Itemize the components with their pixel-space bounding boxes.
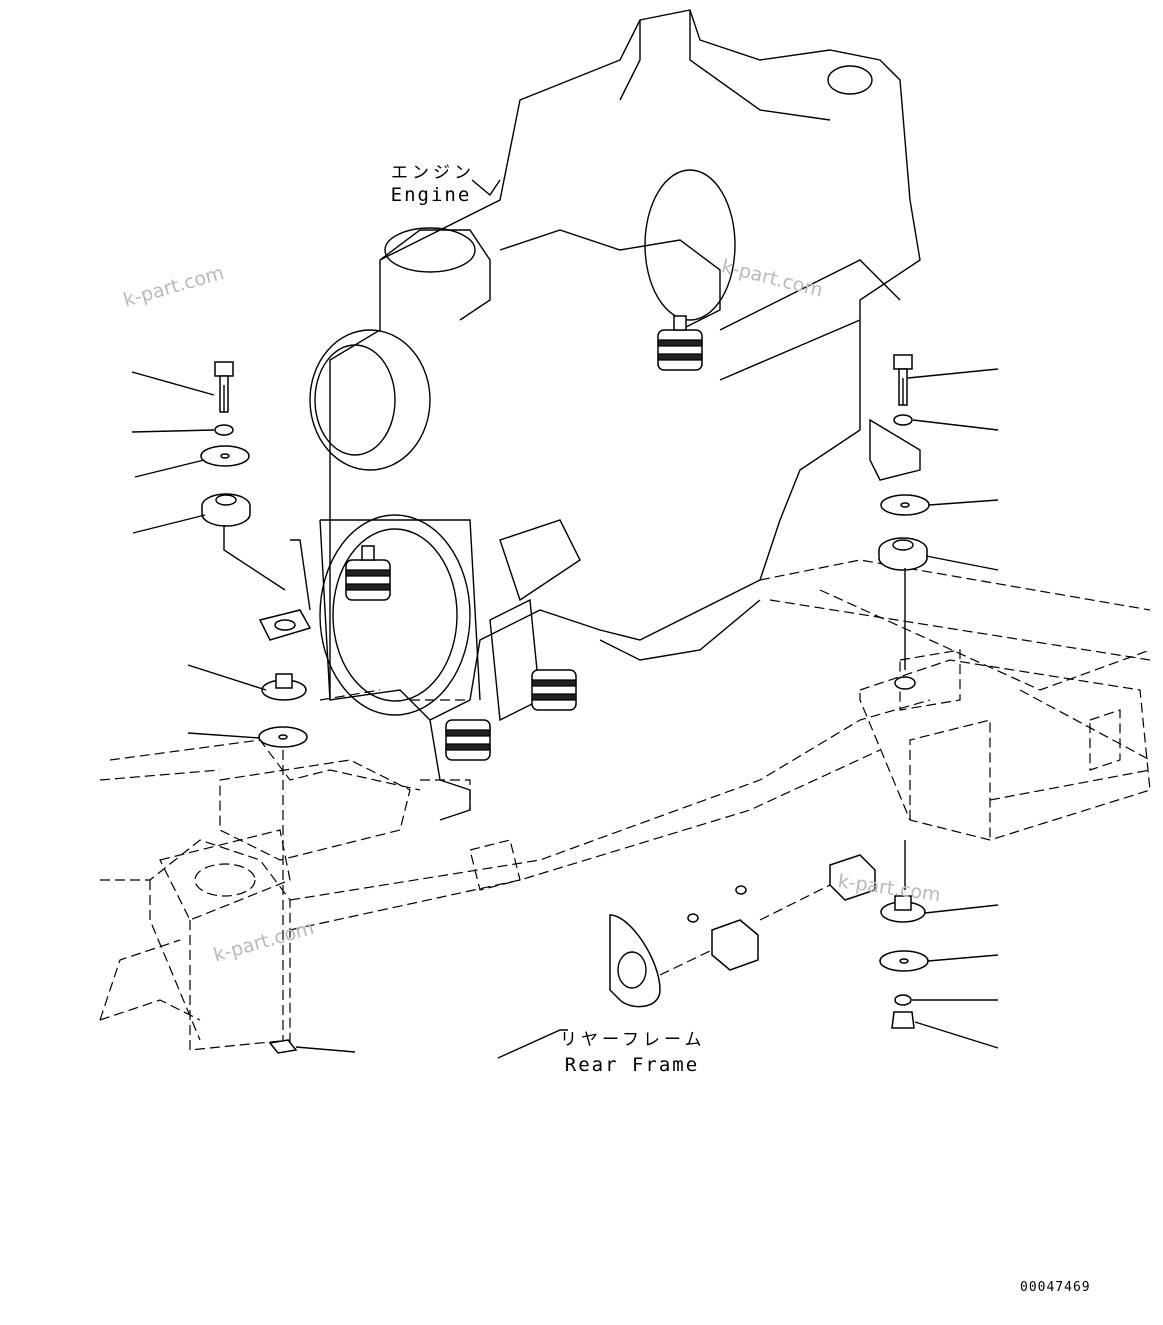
engine-label-en: Engine [390,184,472,206]
drawing-number: 00047469 [1020,1280,1091,1295]
callout-leader-lines [131,179,999,1059]
rear-frame-outline [99,559,1151,1051]
engine-mount-rubbers [345,315,703,761]
rear-frame-label-en: Rear Frame [564,1054,700,1076]
left-mount-stack [200,361,312,1054]
engine-label-jp: エンジン [391,163,475,183]
rear-frame-hitch-parts [609,854,876,1008]
rear-frame-label-jp: リヤーフレーム [560,1030,706,1050]
right-mount-stack [878,354,930,1029]
engine-outline [309,9,921,821]
